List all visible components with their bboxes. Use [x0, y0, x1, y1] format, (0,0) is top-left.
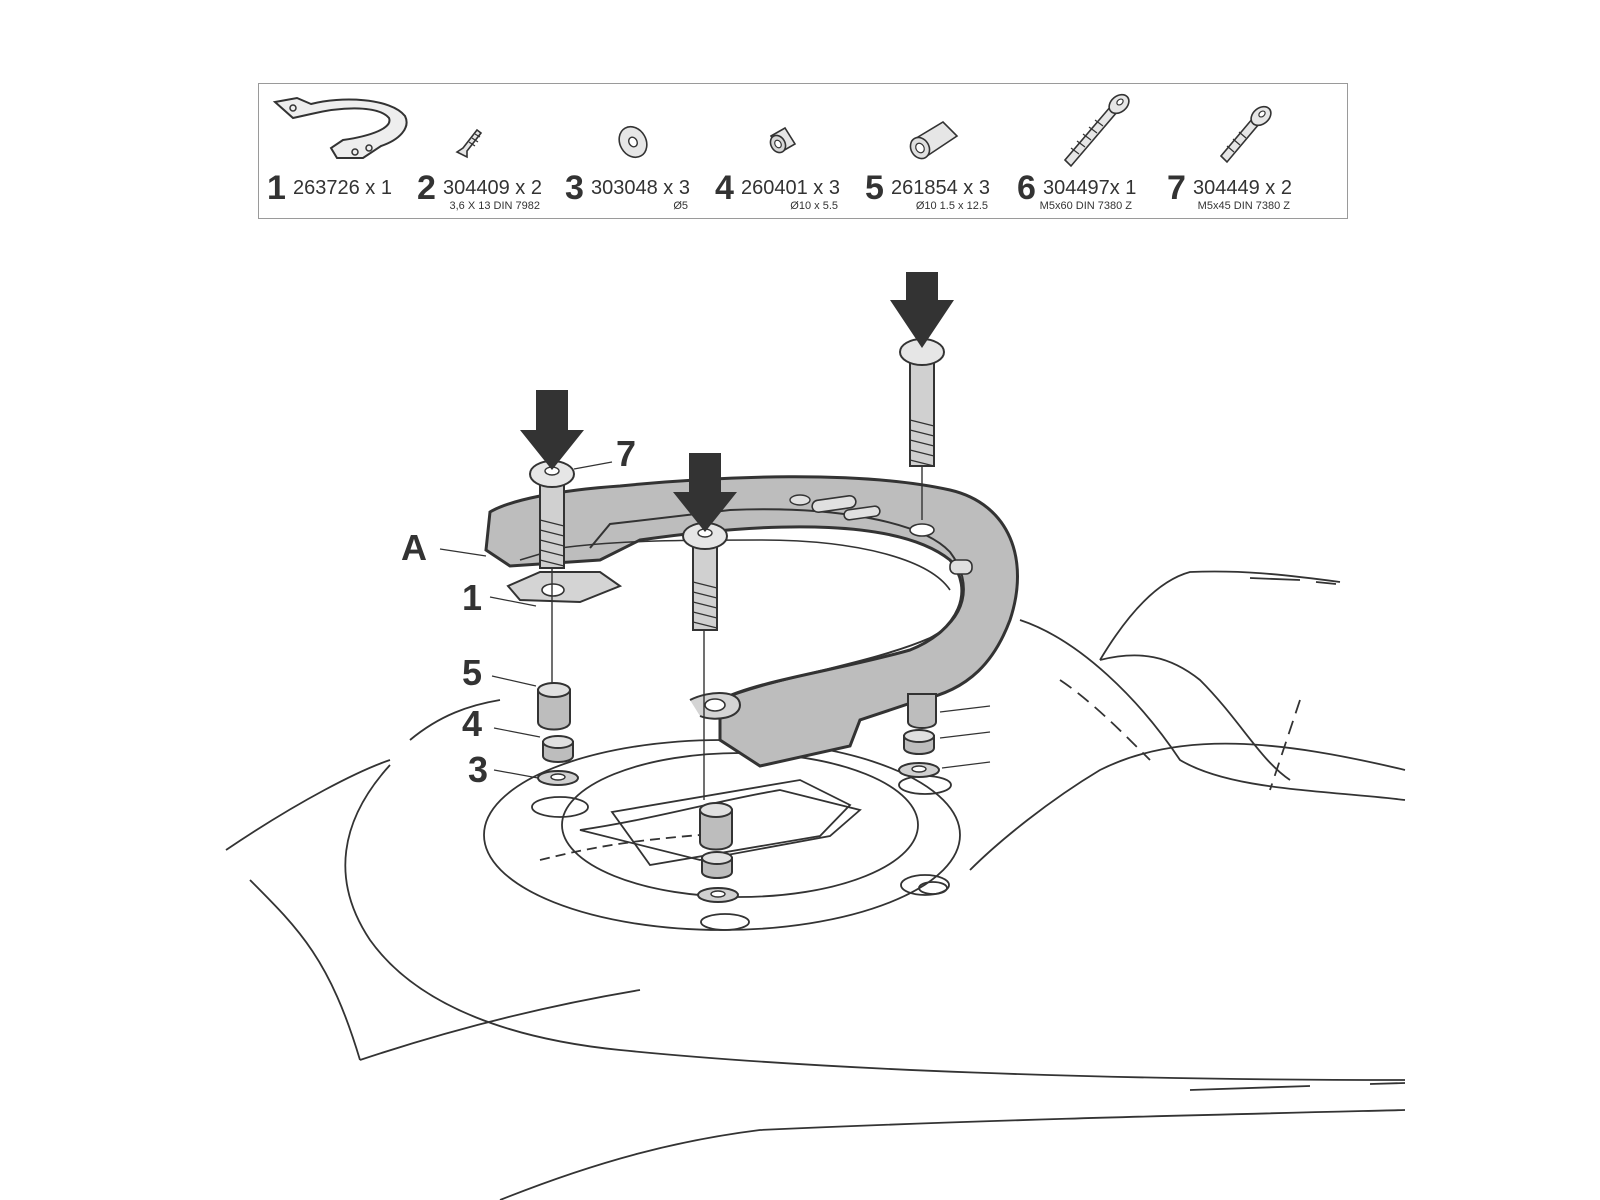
fuel-tank-outline — [225, 570, 1406, 1200]
arrow-down-icon — [673, 453, 737, 532]
part-spec: Ø10 1.5 x 12.5 — [915, 200, 988, 212]
part-item-1: 1 263726 x 1 — [267, 84, 408, 220]
ring-bracket-icon — [272, 96, 408, 159]
callout-7: 7 — [616, 433, 637, 474]
arrow-down-icon — [890, 272, 954, 348]
callout-4: 4 — [462, 703, 483, 744]
long-spacer-icon — [909, 120, 959, 160]
part-item-4: 4 260401 x 3 Ø10 x 5.5 — [715, 84, 855, 220]
part-number: 7 — [1167, 169, 1186, 207]
part-spec: M5x60 DIN 7380 Z — [1039, 200, 1132, 212]
part-spec: M5x45 DIN 7380 Z — [1197, 200, 1290, 212]
part-code: 261854 x 3 — [891, 177, 990, 199]
bolt-6-right — [899, 338, 945, 467]
part-number: 4 — [715, 169, 734, 207]
parts-list-panel: 1 263726 x 1 2 304409 x 2 3,6 X 13 DIN 7… — [258, 83, 1348, 219]
part-item-2: 2 304409 x 2 3,6 X 13 DIN 7982 — [417, 84, 557, 220]
bolt-7-middle — [682, 522, 728, 631]
part-spec: Ø5 — [673, 200, 688, 212]
middle-fastener-stack — [697, 802, 739, 903]
callout-5: 5 — [462, 652, 483, 693]
part-code: 263726 x 1 — [293, 177, 392, 199]
callout-leader-lines — [439, 461, 613, 779]
part-item-6: 6 304497x 1 M5x60 DIN 7380 Z — [1017, 84, 1167, 220]
part-code: 303048 x 3 — [591, 177, 690, 199]
part-code: 304449 x 2 — [1193, 177, 1292, 199]
part-item-3: 3 303048 x 3 Ø5 — [565, 84, 705, 220]
part-item-5: 5 261854 x 3 Ø10 1.5 x 12.5 — [865, 84, 1015, 220]
part-code: 260401 x 3 — [741, 177, 840, 199]
long-bolt-icon — [1063, 93, 1130, 168]
screw-icon — [455, 128, 483, 159]
washer-icon — [618, 125, 648, 159]
part-code: 304497x 1 — [1043, 177, 1137, 199]
part-number: 6 — [1017, 169, 1036, 207]
callout-a: A — [401, 527, 427, 568]
part-spec: Ø10 x 5.5 — [790, 200, 838, 212]
short-spacer-icon — [769, 126, 797, 154]
part-spec: 3,6 X 13 DIN 7982 — [449, 200, 540, 212]
part-number: 3 — [565, 169, 584, 207]
part-item-7: 7 304449 x 2 M5x45 DIN 7380 Z — [1167, 84, 1327, 220]
part-number: 1 — [267, 169, 286, 207]
arrow-down-icon — [520, 390, 584, 470]
part-code: 304409 x 2 — [443, 177, 542, 199]
callout-3: 3 — [468, 749, 489, 790]
alignment-lines — [551, 465, 923, 800]
bolt-icon — [1219, 105, 1272, 164]
right-fastener-stack — [898, 693, 991, 778]
part-number: 2 — [417, 169, 436, 207]
bolt-7-left — [529, 460, 575, 569]
part-number: 5 — [865, 169, 884, 207]
callout-1: 1 — [462, 577, 483, 618]
left-fastener-stack — [537, 682, 579, 786]
